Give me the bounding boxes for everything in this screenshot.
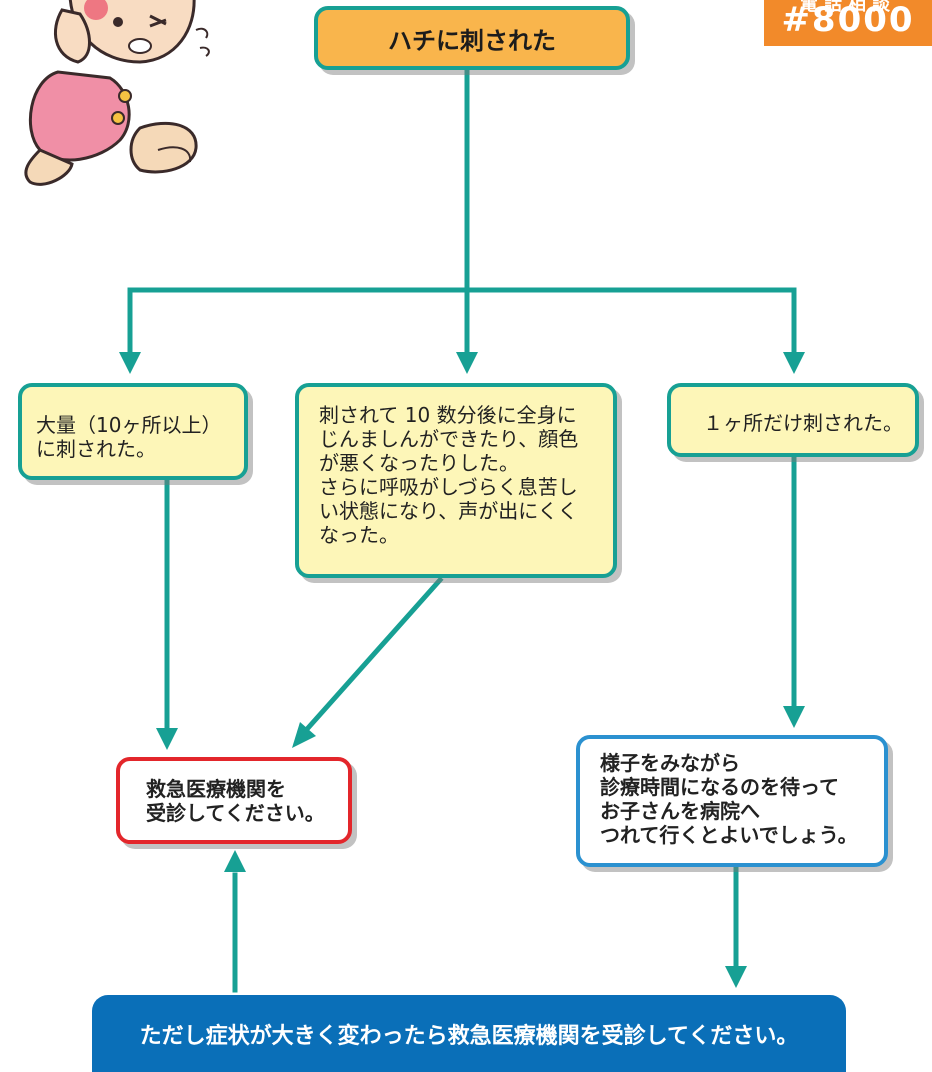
arrowhead-note-emergency <box>224 850 246 872</box>
badge-phone-number: #8000 <box>781 0 915 40</box>
condition-many-label: 大量（10ヶ所以上） に刺された。 <box>36 413 222 461</box>
condition-many-stings: 大量（10ヶ所以上） に刺された。 <box>18 383 248 480</box>
condition-single-label: １ヶ所だけ刺された。 <box>703 411 903 435</box>
arrowhead-systemic-emergency <box>292 722 316 748</box>
badge-label: 電話相談 <box>800 0 896 15</box>
action-wait-node: 様子をみながら 診療時間になるのを待って お子さんを病院へ つれて行くとよいでし… <box>576 735 888 867</box>
arrowhead-many <box>119 352 141 374</box>
connector-systemic-to-emergency <box>304 576 444 732</box>
arrowhead-many-emergency <box>156 728 178 750</box>
condition-systemic-label: 刺されて 10 数分後に全身に じんましんができたり、顔色 が悪くなったりした。… <box>319 403 579 547</box>
phone-consultation-badge: 電話相談 #8000 <box>764 0 932 46</box>
warning-note-label: ただし症状が大きく変わったら救急医療機関を受診してください。 <box>139 1023 799 1049</box>
action-wait-label: 様子をみながら 診療時間になるのを待って お子さんを病院へ つれて行くとよいでし… <box>600 751 858 847</box>
warning-note-bar: ただし症状が大きく変わったら救急医療機関を受診してください。 <box>92 995 846 1072</box>
start-node: ハチに刺された <box>314 6 630 70</box>
action-emergency-node: 救急医療機関を 受診してください。 <box>116 757 352 844</box>
condition-systemic-reaction: 刺されて 10 数分後に全身に じんましんができたり、顔色 が悪くなったりした。… <box>295 383 617 578</box>
crying-child-illustration <box>24 0 210 186</box>
arrowhead-systemic <box>456 352 478 374</box>
start-label: ハチに刺された <box>388 26 556 55</box>
arrowhead-wait-note <box>725 966 747 988</box>
action-emergency-label: 救急医療機関を 受診してください。 <box>146 777 325 825</box>
arrowhead-single-wait <box>783 706 805 728</box>
arrowhead-single <box>783 352 805 374</box>
condition-single-sting: １ヶ所だけ刺された。 <box>667 383 919 457</box>
